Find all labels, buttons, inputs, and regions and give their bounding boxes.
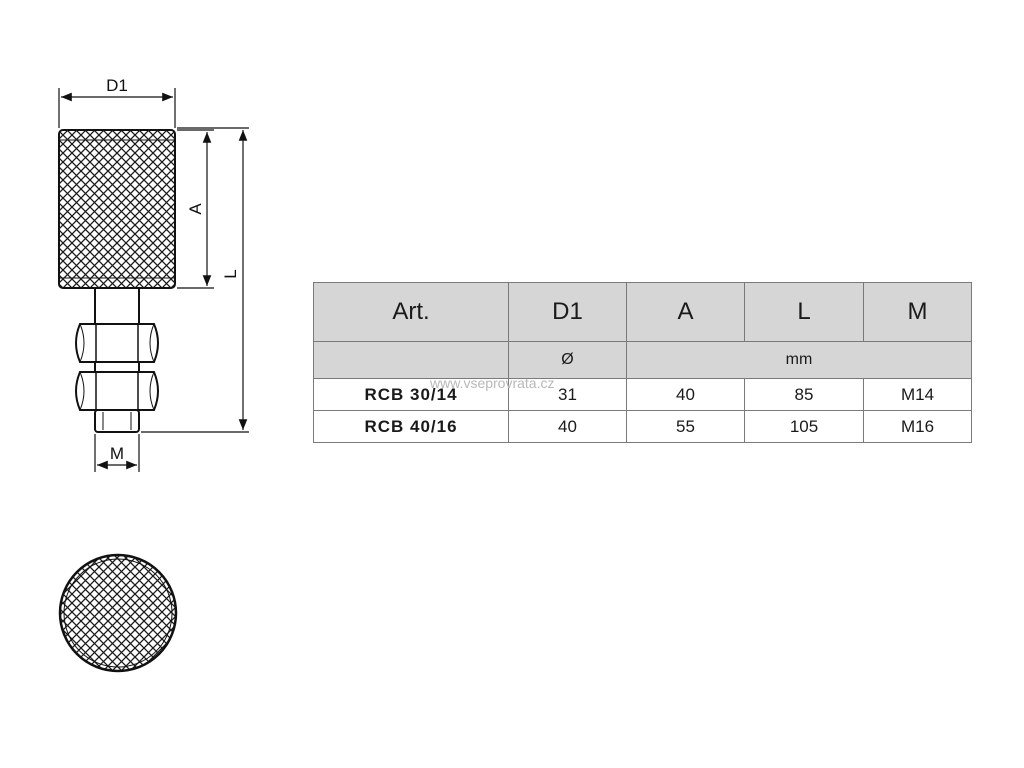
table-header-row: Art. D1 A L M <box>313 282 972 342</box>
hex-nut-upper <box>75 323 159 363</box>
cell-art: RCB 30/14 <box>313 378 509 411</box>
cell-a: 40 <box>626 378 745 411</box>
table-units-row: Ø mm <box>313 341 972 379</box>
watermark: www.vseprovrata.cz <box>430 375 555 391</box>
cell-m: M16 <box>863 410 972 443</box>
specification-table: Art. D1 A L M Ø mm RCB 30/14 31 40 85 M1… <box>313 282 972 443</box>
dim-d1-label: D1 <box>106 76 128 95</box>
header-art: Art. <box>313 282 509 342</box>
header-d1: D1 <box>508 282 627 342</box>
dimension-l <box>141 127 249 433</box>
dimension-d1 <box>58 88 176 128</box>
cell-art: RCB 40/16 <box>313 410 509 443</box>
cell-d1: 40 <box>508 410 627 443</box>
dimension-m <box>94 434 140 472</box>
header-a: A <box>626 282 745 342</box>
header-m: M <box>863 282 972 342</box>
units-empty-cell <box>313 341 509 379</box>
cell-l: 85 <box>744 378 864 411</box>
hex-nut-lower <box>75 371 159 411</box>
knurled-knob <box>58 129 176 289</box>
cell-a: 55 <box>626 410 745 443</box>
knob-top-view <box>58 553 178 673</box>
dim-l-label: L <box>221 269 240 278</box>
cell-l: 105 <box>744 410 864 443</box>
units-diameter: Ø <box>508 341 627 379</box>
dim-m-label: M <box>110 444 124 463</box>
cell-m: M14 <box>863 378 972 411</box>
dim-a-label: A <box>186 203 205 215</box>
table-row: RCB 30/14 31 40 85 M14 <box>313 378 972 411</box>
header-l: L <box>744 282 864 342</box>
units-mm: mm <box>626 341 972 379</box>
dimension-a <box>177 129 214 289</box>
table-row: RCB 40/16 40 55 105 M16 <box>313 410 972 443</box>
